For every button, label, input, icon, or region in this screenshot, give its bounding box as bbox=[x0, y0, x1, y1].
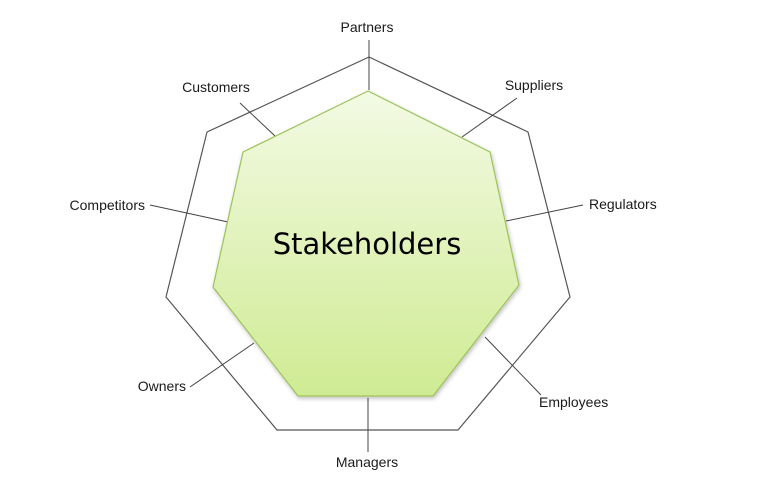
label-customers: Customers bbox=[182, 79, 250, 95]
label-partners: Partners bbox=[341, 19, 394, 35]
label-managers: Managers bbox=[336, 454, 398, 470]
leader-lines bbox=[149, 40, 584, 452]
inner-heptagon bbox=[212, 90, 520, 397]
center-label: Stakeholders bbox=[273, 227, 462, 261]
label-suppliers: Suppliers bbox=[505, 77, 563, 93]
leader-line-competitors bbox=[149, 204, 229, 223]
leader-line-regulators bbox=[505, 204, 584, 222]
stakeholder-labels: Partners Suppliers Regulators Employees … bbox=[70, 19, 657, 470]
label-employees: Employees bbox=[539, 394, 608, 410]
label-owners: Owners bbox=[138, 378, 186, 394]
leader-line-owners bbox=[189, 342, 255, 388]
label-competitors: Competitors bbox=[70, 197, 145, 213]
leader-line-customers bbox=[239, 102, 276, 137]
label-regulators: Regulators bbox=[589, 196, 657, 212]
leader-line-employees bbox=[484, 336, 542, 396]
leader-line-suppliers bbox=[461, 97, 518, 138]
